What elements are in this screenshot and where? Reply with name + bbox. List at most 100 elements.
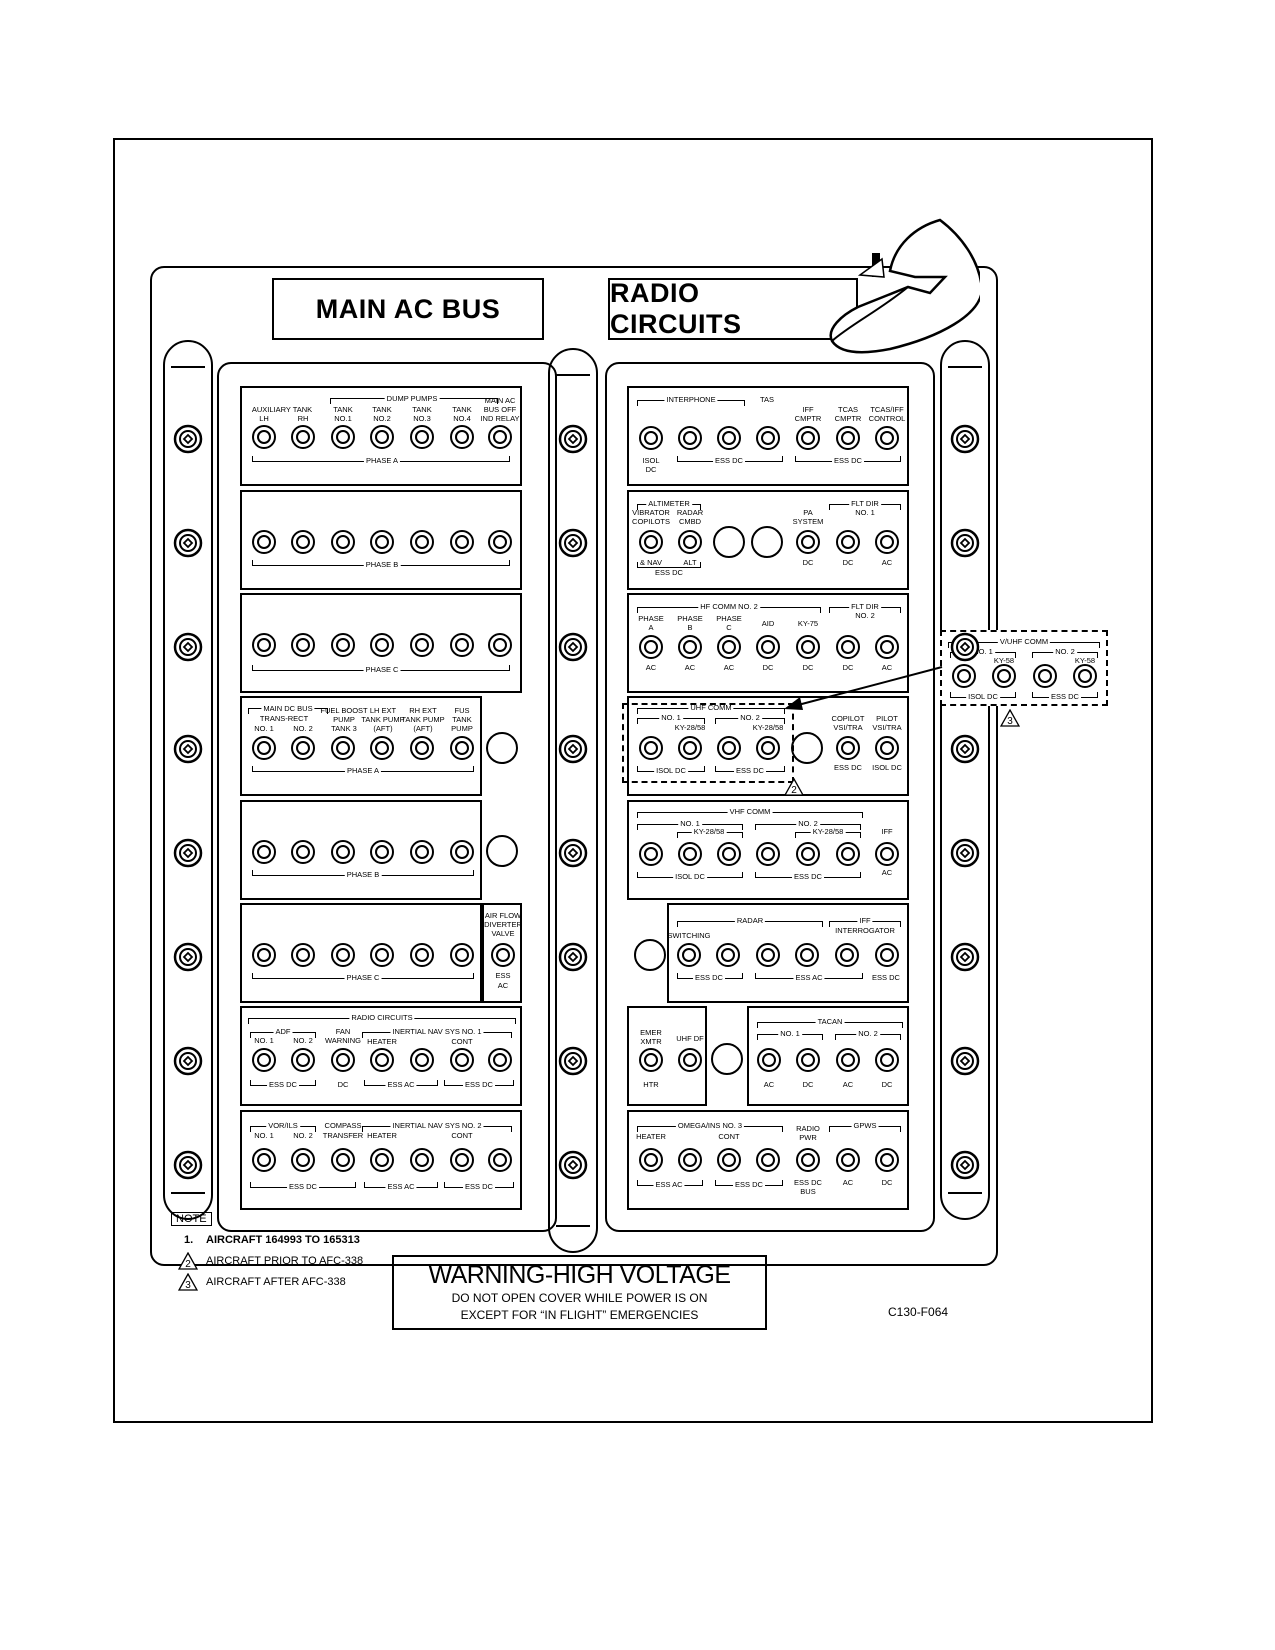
circuit-breaker[interactable] (678, 635, 702, 659)
circuit-breaker[interactable] (252, 840, 276, 864)
circuit-breaker[interactable] (410, 1148, 434, 1172)
circuit-breaker[interactable] (796, 635, 820, 659)
circuit-breaker[interactable] (678, 736, 702, 760)
circuit-breaker[interactable] (717, 736, 741, 760)
circuit-breaker[interactable] (875, 426, 899, 450)
circuit-breaker[interactable] (331, 425, 355, 449)
circuit-breaker[interactable] (796, 1048, 820, 1072)
circuit-breaker[interactable] (252, 633, 276, 657)
circuit-breaker[interactable] (370, 1148, 394, 1172)
circuit-breaker[interactable] (291, 840, 315, 864)
circuit-breaker[interactable] (410, 1048, 434, 1072)
circuit-breaker[interactable] (836, 635, 860, 659)
circuit-breaker[interactable] (331, 736, 355, 760)
circuit-breaker[interactable] (488, 1048, 512, 1072)
circuit-breaker[interactable] (252, 736, 276, 760)
circuit-breaker[interactable] (291, 530, 315, 554)
circuit-breaker[interactable] (291, 633, 315, 657)
circuit-breaker[interactable] (410, 425, 434, 449)
circuit-breaker[interactable] (875, 1048, 899, 1072)
circuit-breaker[interactable] (370, 633, 394, 657)
circuit-breaker[interactable] (639, 1048, 663, 1072)
circuit-breaker[interactable] (410, 943, 434, 967)
circuit-breaker[interactable] (756, 842, 780, 866)
circuit-breaker[interactable] (450, 943, 474, 967)
circuit-breaker[interactable] (639, 530, 663, 554)
circuit-breaker[interactable] (952, 664, 976, 688)
circuit-breaker[interactable] (370, 840, 394, 864)
circuit-breaker[interactable] (678, 1148, 702, 1172)
circuit-breaker[interactable] (488, 1148, 512, 1172)
circuit-breaker[interactable] (331, 1148, 355, 1172)
circuit-breaker[interactable] (678, 530, 702, 554)
circuit-breaker[interactable] (370, 425, 394, 449)
circuit-breaker[interactable] (252, 1148, 276, 1172)
circuit-breaker[interactable] (488, 530, 512, 554)
circuit-breaker[interactable] (450, 736, 474, 760)
circuit-breaker[interactable] (331, 633, 355, 657)
circuit-breaker[interactable] (796, 1148, 820, 1172)
circuit-breaker[interactable] (836, 842, 860, 866)
circuit-breaker[interactable] (875, 530, 899, 554)
circuit-breaker[interactable] (252, 530, 276, 554)
circuit-breaker[interactable] (875, 842, 899, 866)
circuit-breaker[interactable] (410, 633, 434, 657)
circuit-breaker[interactable] (488, 425, 512, 449)
circuit-breaker[interactable] (291, 1148, 315, 1172)
circuit-breaker[interactable] (992, 664, 1016, 688)
circuit-breaker[interactable] (450, 530, 474, 554)
circuit-breaker[interactable] (291, 1048, 315, 1072)
circuit-breaker[interactable] (875, 1148, 899, 1172)
circuit-breaker[interactable] (450, 1148, 474, 1172)
circuit-breaker[interactable] (639, 736, 663, 760)
circuit-breaker[interactable] (450, 633, 474, 657)
circuit-breaker[interactable] (410, 840, 434, 864)
circuit-breaker[interactable] (370, 943, 394, 967)
circuit-breaker[interactable] (331, 1048, 355, 1072)
circuit-breaker[interactable] (875, 635, 899, 659)
circuit-breaker[interactable] (678, 426, 702, 450)
circuit-breaker[interactable] (716, 943, 740, 967)
circuit-breaker[interactable] (331, 840, 355, 864)
circuit-breaker[interactable] (678, 842, 702, 866)
circuit-breaker[interactable] (252, 943, 276, 967)
circuit-breaker[interactable] (639, 635, 663, 659)
circuit-breaker[interactable] (796, 530, 820, 554)
circuit-breaker[interactable] (875, 943, 899, 967)
circuit-breaker[interactable] (836, 1148, 860, 1172)
circuit-breaker[interactable] (450, 425, 474, 449)
circuit-breaker[interactable] (677, 943, 701, 967)
circuit-breaker[interactable] (835, 943, 859, 967)
circuit-breaker[interactable] (1033, 664, 1057, 688)
circuit-breaker[interactable] (756, 426, 780, 450)
circuit-breaker[interactable] (717, 842, 741, 866)
circuit-breaker[interactable] (450, 840, 474, 864)
circuit-breaker[interactable] (331, 943, 355, 967)
circuit-breaker[interactable] (252, 1048, 276, 1072)
circuit-breaker[interactable] (756, 635, 780, 659)
circuit-breaker[interactable] (1073, 664, 1097, 688)
circuit-breaker[interactable] (639, 426, 663, 450)
circuit-breaker[interactable] (875, 736, 899, 760)
circuit-breaker[interactable] (757, 1048, 781, 1072)
circuit-breaker[interactable] (836, 736, 860, 760)
circuit-breaker[interactable] (796, 426, 820, 450)
circuit-breaker[interactable] (291, 425, 315, 449)
circuit-breaker[interactable] (291, 943, 315, 967)
circuit-breaker[interactable] (836, 426, 860, 450)
circuit-breaker[interactable] (370, 530, 394, 554)
circuit-breaker[interactable] (291, 736, 315, 760)
circuit-breaker[interactable] (410, 530, 434, 554)
circuit-breaker[interactable] (410, 736, 434, 760)
circuit-breaker[interactable] (717, 426, 741, 450)
circuit-breaker[interactable] (795, 943, 819, 967)
circuit-breaker[interactable] (756, 1148, 780, 1172)
circuit-breaker[interactable] (796, 842, 820, 866)
circuit-breaker[interactable] (331, 530, 355, 554)
circuit-breaker[interactable] (370, 736, 394, 760)
circuit-breaker[interactable] (639, 1148, 663, 1172)
circuit-breaker[interactable] (639, 842, 663, 866)
circuit-breaker[interactable] (252, 425, 276, 449)
circuit-breaker[interactable] (717, 1148, 741, 1172)
circuit-breaker[interactable] (836, 1048, 860, 1072)
